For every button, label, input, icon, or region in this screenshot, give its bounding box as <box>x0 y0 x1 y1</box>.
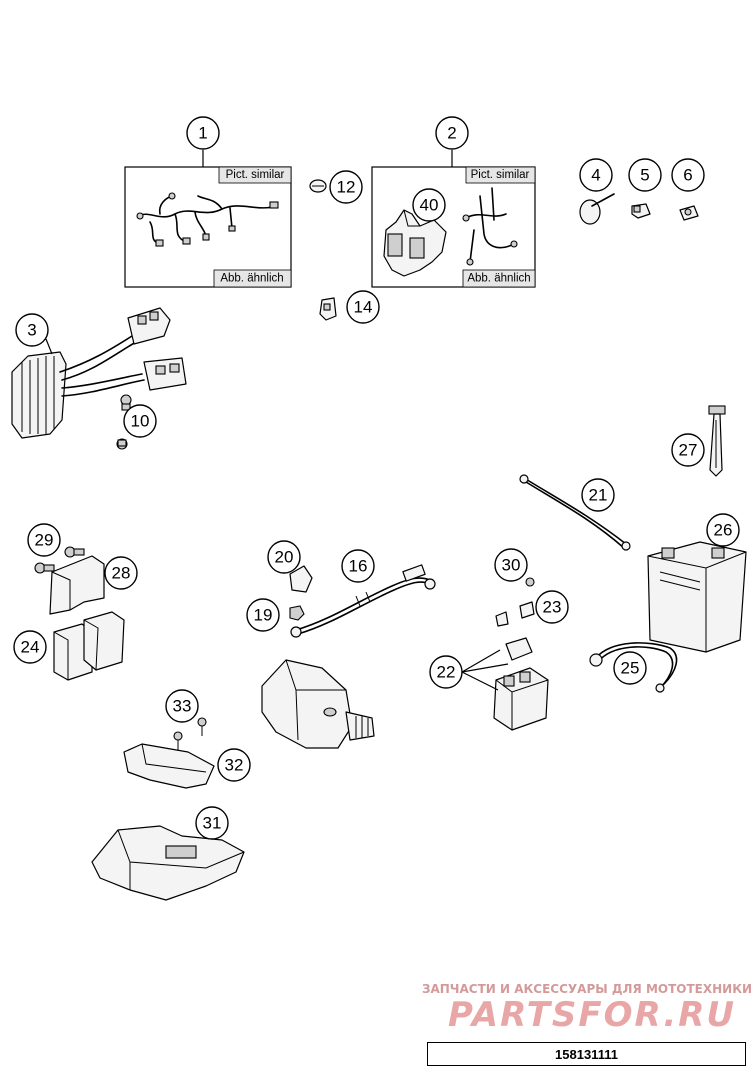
svg-text:5: 5 <box>640 166 649 185</box>
fuse-puller-part[interactable] <box>708 405 726 477</box>
svg-text:Abb. ähnlich: Abb. ähnlich <box>220 273 283 285</box>
callout-1: 1 <box>186 116 220 150</box>
frame2-pict-similar-tag: Pict. similar <box>465 166 536 184</box>
svg-text:20: 20 <box>275 548 294 567</box>
callout-31: 31 <box>195 806 229 840</box>
relay-leaders <box>461 649 509 691</box>
callout-29: 29 <box>27 523 61 557</box>
callout-40: 40 <box>412 188 446 222</box>
svg-text:22: 22 <box>437 663 456 682</box>
callout-3: 3 <box>15 313 49 347</box>
callout-24: 24 <box>13 630 47 664</box>
electronics-tray-part[interactable] <box>91 825 245 901</box>
watermark-brand: PARTSFOR.RU <box>448 995 736 1035</box>
frame1-abb-aehnlich-tag: Abb. ähnlich <box>213 269 292 288</box>
harness2-frame: Pict. similar Abb. ähnlich <box>371 150 536 288</box>
relay-screw-part[interactable] <box>525 577 535 587</box>
ground-cable-part[interactable] <box>519 474 631 551</box>
svg-text:2: 2 <box>447 124 456 143</box>
svg-text:40: 40 <box>420 196 439 215</box>
svg-text:6: 6 <box>683 166 692 185</box>
cable-clamp-part[interactable] <box>679 205 699 221</box>
voltage-regulator-part[interactable] <box>11 307 187 439</box>
callout-5: 5 <box>628 158 662 192</box>
frame2-abb-aehnlich-tag: Abb. ähnlich <box>462 269 536 288</box>
clip-part[interactable] <box>631 203 651 219</box>
harness-frame: Pict. similar Abb. ähnlich <box>124 150 292 288</box>
catalog-number-box: 158131111 <box>427 1042 746 1066</box>
callout-16: 16 <box>341 549 375 583</box>
watermark: ЗАПЧАСТИ И АКСЕССУАРЫ ДЛЯ МОТОТЕХНИКИ PA… <box>422 982 752 1035</box>
svg-text:23: 23 <box>543 598 562 617</box>
starter-relay-part[interactable] <box>493 667 549 731</box>
relay-small-part[interactable] <box>319 297 337 321</box>
callout-6: 6 <box>671 158 705 192</box>
svg-text:24: 24 <box>21 638 40 657</box>
callout-26: 26 <box>706 513 740 547</box>
regulator-screws-part[interactable] <box>116 394 132 450</box>
callout-28: 28 <box>104 556 138 590</box>
svg-text:19: 19 <box>254 606 273 625</box>
battery-cable-part[interactable] <box>589 642 678 693</box>
svg-text:26: 26 <box>714 521 733 540</box>
svg-text:Abb. ähnlich: Abb. ähnlich <box>467 273 530 285</box>
callout-10: 10 <box>123 404 157 438</box>
callout-27: 27 <box>671 433 705 467</box>
callout-30: 30 <box>494 548 528 582</box>
svg-text:29: 29 <box>35 531 54 550</box>
svg-text:21: 21 <box>589 486 608 505</box>
svg-text:25: 25 <box>621 659 640 678</box>
bracket-screws-part[interactable] <box>34 546 85 574</box>
relay-holder-part[interactable] <box>383 209 447 277</box>
svg-text:3: 3 <box>27 321 36 340</box>
svg-text:31: 31 <box>203 814 222 833</box>
svg-text:1: 1 <box>198 124 207 143</box>
watermark-tagline: ЗАПЧАСТИ И АКСЕССУАРЫ ДЛЯ МОТОТЕХНИКИ <box>422 982 752 996</box>
nut-part[interactable] <box>289 605 305 621</box>
svg-text:14: 14 <box>354 298 373 317</box>
harness2-wires[interactable] <box>462 187 518 266</box>
svg-text:Pict. similar: Pict. similar <box>226 169 285 181</box>
callout-33: 33 <box>165 689 199 723</box>
frame1-pict-similar-tag: Pict. similar <box>218 166 292 184</box>
callout-23: 23 <box>535 590 569 624</box>
svg-text:33: 33 <box>173 697 192 716</box>
callout-4: 4 <box>579 158 613 192</box>
bulb-part[interactable] <box>309 179 327 193</box>
svg-text:4: 4 <box>591 166 600 185</box>
relay-fuse-part[interactable] <box>495 601 535 661</box>
callout-19: 19 <box>246 598 280 632</box>
callout-14: 14 <box>346 290 380 324</box>
callout-32: 32 <box>217 748 251 782</box>
catalog-number: 158131111 <box>555 1046 618 1062</box>
svg-text:10: 10 <box>131 412 150 431</box>
fuse-box-part[interactable] <box>53 611 125 681</box>
starter-motor-part[interactable] <box>261 659 375 749</box>
bracket-part[interactable] <box>49 555 105 615</box>
callout-22: 22 <box>429 655 463 689</box>
svg-text:28: 28 <box>112 564 131 583</box>
svg-text:30: 30 <box>502 556 521 575</box>
starter-cable-part[interactable] <box>290 564 436 638</box>
ecu-bracket-part[interactable] <box>123 743 215 789</box>
svg-text:27: 27 <box>679 441 698 460</box>
svg-text:Pict. similar: Pict. similar <box>471 169 530 181</box>
cable-cap-part[interactable] <box>289 565 313 593</box>
cable-tie-part[interactable] <box>579 193 615 225</box>
callout-21: 21 <box>581 478 615 512</box>
callout-25: 25 <box>613 651 647 685</box>
battery-part[interactable] <box>647 541 747 653</box>
wiring-harness-part[interactable] <box>136 192 279 247</box>
svg-text:32: 32 <box>225 756 244 775</box>
callout-20: 20 <box>267 540 301 574</box>
callout-12: 12 <box>329 170 363 204</box>
svg-text:16: 16 <box>349 557 368 576</box>
ecu-screws-part[interactable] <box>173 717 207 750</box>
callout-2: 2 <box>435 116 469 150</box>
svg-text:12: 12 <box>337 178 356 197</box>
